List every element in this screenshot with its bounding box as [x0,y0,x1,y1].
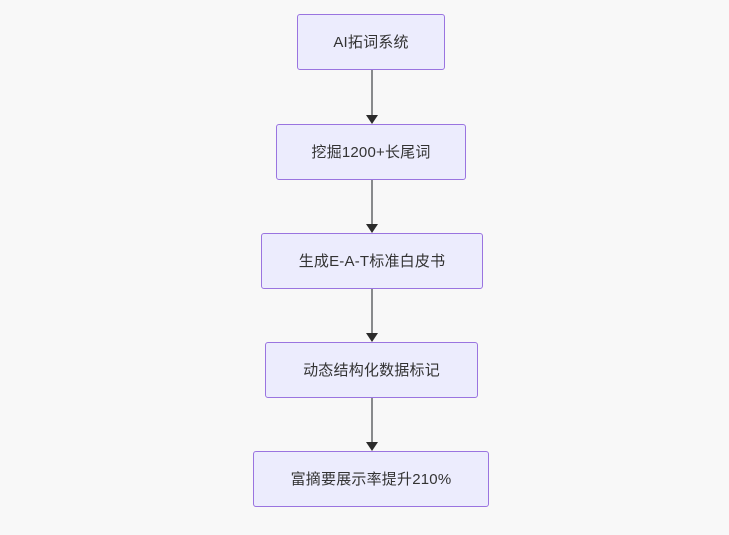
arrow-down-icon [366,333,378,342]
arrow-down-icon [366,115,378,124]
flow-edge-n2-n3 [363,180,381,233]
edge-line [371,289,373,333]
flow-node-label: 挖掘1200+长尾词 [311,143,431,161]
flow-node-label: AI拓词系统 [333,33,409,51]
flow-node-rich-snippet-impression-uplift[interactable]: 富摘要展示率提升210% [253,451,489,507]
flow-node-dynamic-structured-data-markup[interactable]: 动态结构化数据标记 [265,342,478,398]
flow-node-label: 富摘要展示率提升210% [290,470,452,488]
arrow-down-icon [366,224,378,233]
edge-line [371,70,373,115]
flow-node-ai-keyword-system[interactable]: AI拓词系统 [297,14,445,70]
flow-node-mine-longtail-keywords[interactable]: 挖掘1200+长尾词 [276,124,466,180]
flow-node-label: 动态结构化数据标记 [303,361,440,379]
flow-edge-n4-n5 [363,398,381,451]
edge-line [371,398,373,442]
arrow-down-icon [366,442,378,451]
flow-edge-n1-n2 [363,70,381,124]
edge-line [371,180,373,224]
flow-edge-n3-n4 [363,289,381,342]
flow-node-generate-eat-whitepaper[interactable]: 生成E-A-T标准白皮书 [261,233,483,289]
flow-node-label: 生成E-A-T标准白皮书 [298,252,446,270]
